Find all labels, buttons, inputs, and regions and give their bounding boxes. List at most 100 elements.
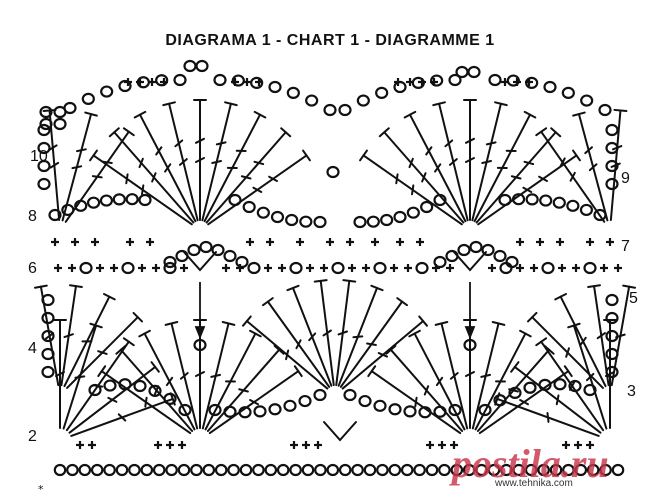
chain-stitch	[356, 94, 370, 107]
treble-crochet	[207, 149, 311, 226]
double-crochet	[526, 311, 604, 389]
chain-stitch	[66, 463, 79, 477]
chain-stitch	[78, 463, 92, 477]
chain-stitch	[79, 261, 93, 275]
single-crochet	[243, 78, 251, 86]
chain-stitch	[380, 213, 394, 227]
chain-stitch	[175, 249, 189, 263]
chain-stitch	[323, 103, 337, 117]
chain-stitch	[393, 80, 407, 94]
chain-stitch	[183, 59, 197, 73]
chain-stitch	[579, 203, 594, 217]
chain-stitch	[457, 243, 471, 257]
chain-stitch	[128, 463, 141, 477]
chain-stitch	[413, 463, 426, 477]
tall-stitch-layer	[33, 99, 637, 442]
double-crochet	[510, 361, 602, 434]
double-crochet	[587, 284, 610, 387]
single-crochet	[562, 441, 570, 449]
chain-stitch	[223, 249, 237, 263]
row-number-7: 7	[621, 238, 630, 255]
single-crochet	[600, 264, 608, 272]
treble-crochet	[609, 108, 628, 222]
treble-crochet	[108, 127, 195, 224]
single-crochet	[231, 78, 239, 86]
treble-crochet	[203, 110, 267, 223]
chain-stitch	[314, 463, 327, 477]
watermark-url: www.tehnika.com	[495, 478, 573, 489]
row-number-6: 6	[28, 260, 37, 277]
chain-stitch	[469, 240, 483, 254]
chain-stitch	[305, 94, 319, 107]
chain-stitch	[103, 463, 116, 477]
double-crochet	[261, 297, 331, 388]
chain-stitch	[583, 383, 597, 397]
v-point	[323, 421, 357, 442]
chain-stitch	[121, 261, 135, 275]
chain-stitch	[115, 463, 129, 477]
chain-stitch	[285, 213, 299, 227]
double-crochet	[494, 392, 600, 437]
arrow-head	[464, 326, 476, 340]
treble-crochet	[473, 110, 537, 223]
single-crochet	[501, 78, 509, 86]
single-crochet	[586, 441, 594, 449]
chain-stitch	[605, 123, 619, 137]
double-crochet	[60, 284, 83, 387]
chain-stitch	[235, 255, 249, 269]
chain-stitch	[100, 85, 114, 98]
single-crochet	[525, 78, 533, 86]
row-number-2: 2	[28, 428, 37, 445]
single-crochet	[246, 238, 254, 246]
treble-crochet	[205, 127, 292, 224]
single-crochet	[302, 441, 310, 449]
treble-crochet	[193, 99, 207, 221]
chain-stitch	[561, 86, 575, 99]
chain-stitch	[376, 463, 389, 477]
chain-stitch	[487, 463, 501, 477]
single-crochet	[432, 264, 440, 272]
double-crochet	[33, 284, 60, 387]
chain-stitch	[420, 200, 434, 214]
single-crochet	[426, 441, 434, 449]
chain-stitch	[103, 379, 117, 392]
single-crochet	[572, 264, 580, 272]
chain-stitch	[173, 73, 187, 87]
double-crochet	[204, 329, 262, 431]
single-crochet	[574, 441, 582, 449]
chain-stitch	[268, 80, 282, 94]
chain-stitch	[63, 101, 77, 115]
chain-stitch	[455, 65, 469, 79]
chain-stitch	[475, 463, 488, 477]
double-crochet	[97, 365, 192, 435]
chain-stitch	[53, 117, 67, 131]
single-crochet	[76, 441, 84, 449]
chain-stitch	[599, 463, 612, 477]
chain-stitch	[539, 194, 553, 207]
chain-stitch	[298, 394, 312, 408]
chain-stitch	[500, 463, 513, 477]
chain-stitch	[537, 463, 550, 477]
single-crochet	[446, 264, 454, 272]
chain-stitch	[493, 249, 507, 263]
chain-stitch	[37, 123, 51, 137]
chain-stitch	[112, 193, 126, 206]
row-number-4: 4	[28, 340, 37, 357]
chain-stitch	[53, 463, 67, 477]
single-crochet	[488, 264, 496, 272]
chain-stitch	[326, 463, 340, 477]
double-crochet	[567, 322, 608, 430]
chain-stitch	[605, 177, 619, 191]
chain-stitch	[163, 255, 177, 269]
chain-stitch	[467, 65, 481, 79]
treble-crochet	[403, 110, 467, 223]
chain-stitch	[425, 463, 439, 477]
double-crochet	[66, 311, 144, 389]
chain-stitch	[488, 73, 502, 87]
v-point	[183, 251, 217, 272]
chain-stitch	[286, 86, 300, 99]
chain-stitch	[90, 463, 104, 477]
chain-stitch	[163, 261, 177, 275]
chain-stitch	[165, 463, 178, 477]
